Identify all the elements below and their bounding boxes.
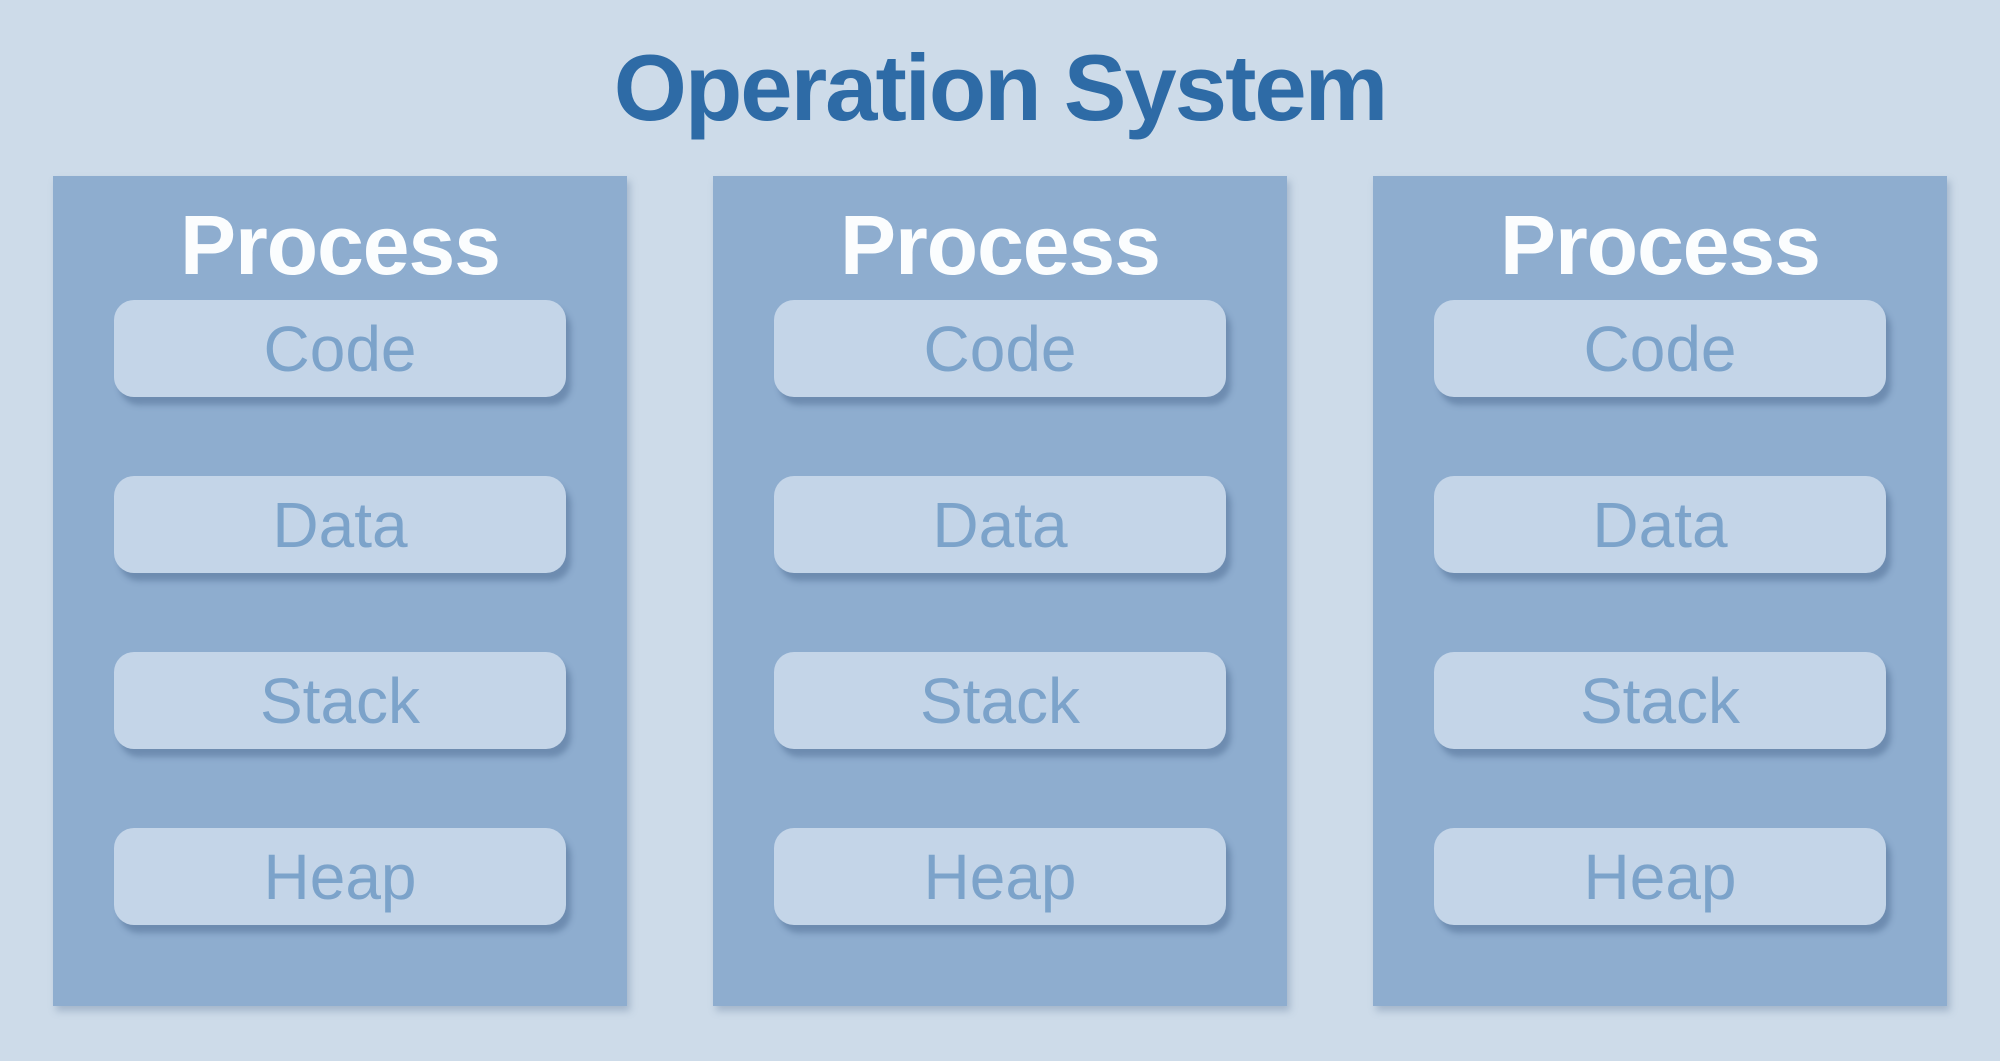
segment-box-data: Data xyxy=(774,476,1226,573)
page-title: Operation System xyxy=(613,35,1388,140)
segment-box-code: Code xyxy=(774,300,1226,397)
segment-box-stack: Stack xyxy=(114,652,566,749)
process-column-2: Process Code Data Stack Heap xyxy=(713,176,1287,1006)
process-column-3: Process Code Data Stack Heap xyxy=(1373,176,1947,1006)
segment-label-stack: Stack xyxy=(1579,664,1741,737)
segment-label-heap: Heap xyxy=(263,840,417,913)
segment-label-stack: Stack xyxy=(259,664,421,737)
segment-box-heap: Heap xyxy=(1434,828,1886,925)
segment-label-code: Code xyxy=(1583,312,1737,385)
segment-label-stack: Stack xyxy=(919,664,1081,737)
segment-box-code: Code xyxy=(114,300,566,397)
segment-label-code: Code xyxy=(263,312,417,385)
segment-label-data: Data xyxy=(1592,488,1728,561)
segment-box-data: Data xyxy=(1434,476,1886,573)
process-title: Process xyxy=(840,198,1161,292)
segment-box-heap: Heap xyxy=(114,828,566,925)
diagram-header: Operation System xyxy=(0,0,2000,176)
segment-box-heap: Heap xyxy=(774,828,1226,925)
segment-box-stack: Stack xyxy=(774,652,1226,749)
segment-label-heap: Heap xyxy=(1583,840,1737,913)
process-column-1: Process Code Data Stack Heap xyxy=(53,176,627,1006)
segment-label-data: Data xyxy=(272,488,408,561)
process-title: Process xyxy=(180,198,501,292)
segment-label-code: Code xyxy=(923,312,1077,385)
segment-label-heap: Heap xyxy=(923,840,1077,913)
segment-box-data: Data xyxy=(114,476,566,573)
segment-box-code: Code xyxy=(1434,300,1886,397)
segment-label-data: Data xyxy=(932,488,1068,561)
segment-box-stack: Stack xyxy=(1434,652,1886,749)
process-columns: Process Code Data Stack Heap Process Cod… xyxy=(0,176,2000,1006)
process-title: Process xyxy=(1500,198,1821,292)
